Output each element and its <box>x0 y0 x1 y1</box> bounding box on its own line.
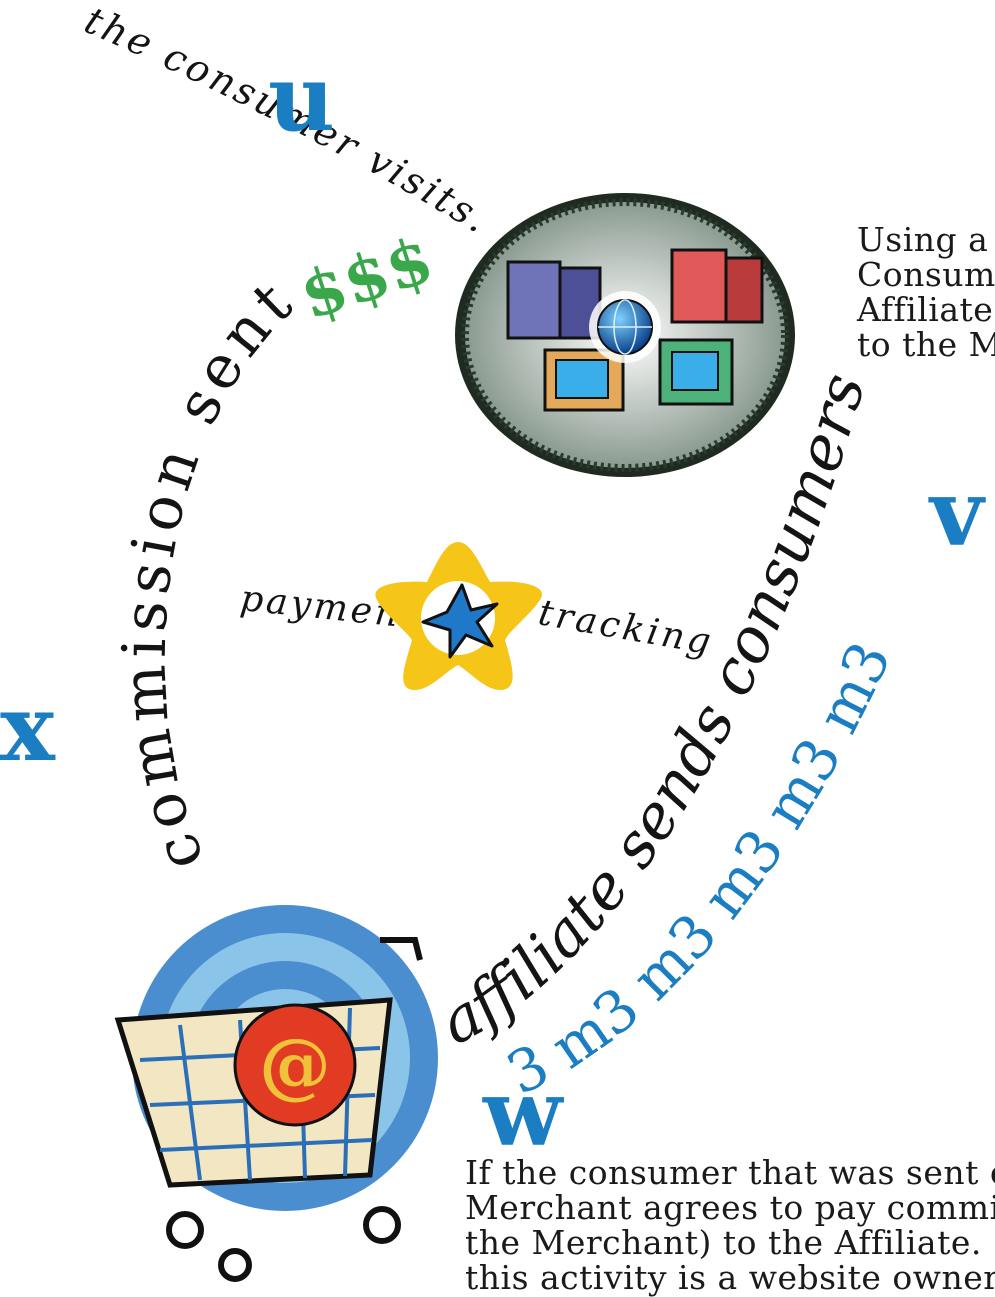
paragraph-line: Affiliate <box>857 290 994 329</box>
paragraph-line: Consum <box>857 255 995 294</box>
network-computers-globe-icon <box>455 193 795 477</box>
paragraph-line: to the M <box>857 325 995 364</box>
step-marker-v: v <box>928 459 986 567</box>
paragraph-line: If the consumer that was sent co <box>465 1153 995 1192</box>
step-marker-w: w <box>482 1059 565 1167</box>
step-marker-x: x <box>0 674 56 782</box>
dollar-signs: $$$ <box>292 222 442 335</box>
commission-sent-text: commission sent <box>109 265 309 881</box>
top-right-paragraph: Using a Consum Affiliate to the M <box>857 222 995 362</box>
paragraph-line: the Merchant) to the Affiliate. S <box>465 1223 995 1262</box>
consumer-visits-text: the consumer visits.... <box>0 0 498 243</box>
star-icon <box>375 542 542 690</box>
paragraph-line: Merchant agrees to pay commiss <box>465 1188 995 1227</box>
shopping-cart-at-icon: @ <box>114 905 438 1282</box>
step-marker-u: u <box>268 44 335 152</box>
paragraph-line: Using a <box>857 220 989 259</box>
tracking-label: tracking <box>535 592 716 663</box>
bottom-paragraph: If the consumer that was sent co Merchan… <box>465 1155 995 1295</box>
paragraph-line: this activity is a website owner, b <box>465 1258 995 1297</box>
svg-text:@: @ <box>259 1022 331 1107</box>
